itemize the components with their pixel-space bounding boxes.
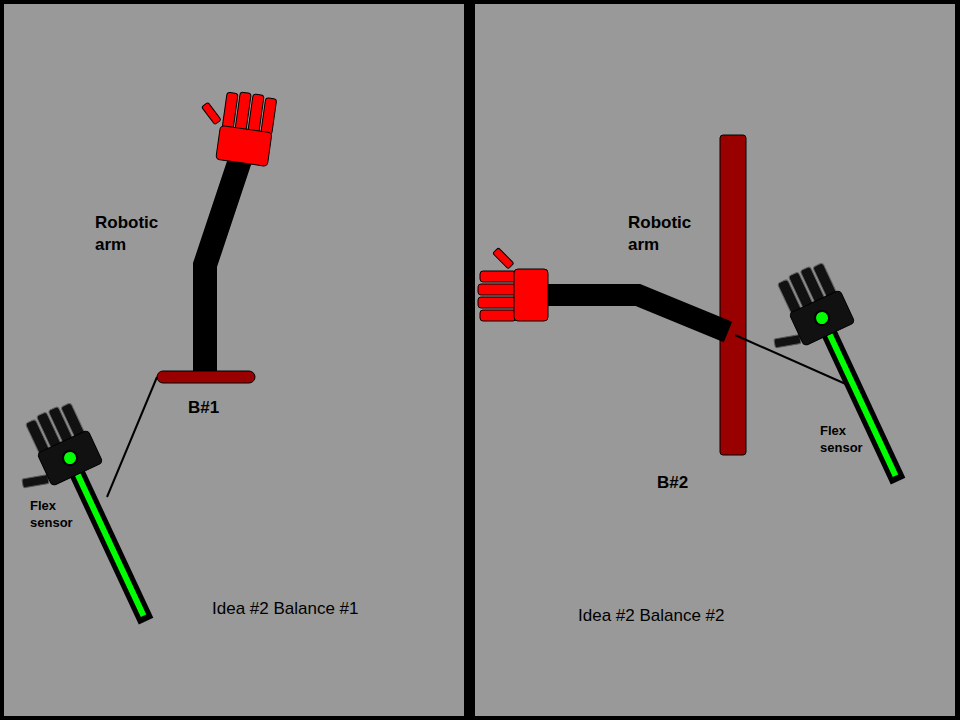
part-label: Robotic arm: [95, 212, 170, 256]
balance-base: [157, 371, 255, 383]
part-label: B#2: [657, 472, 688, 494]
part-label: Flex sensor: [820, 422, 882, 456]
part-label: Flex sensor: [30, 497, 92, 531]
robot-hand: [478, 248, 548, 321]
panel: [4, 4, 464, 716]
part-label: Robotic arm: [628, 212, 703, 256]
caption-label: Idea #2 Balance #2: [578, 605, 725, 627]
panel: [475, 4, 955, 716]
robot-arm: [548, 295, 728, 332]
part-label: B#1: [188, 397, 219, 419]
sensor-glove: [750, 259, 923, 504]
robot-arm: [205, 160, 240, 373]
caption-label: Idea #2 Balance #1: [212, 598, 359, 620]
sensor-wire: [107, 377, 157, 497]
robot-hand: [195, 87, 277, 167]
balance-bar: [720, 135, 746, 455]
sensor-glove: [0, 399, 171, 644]
